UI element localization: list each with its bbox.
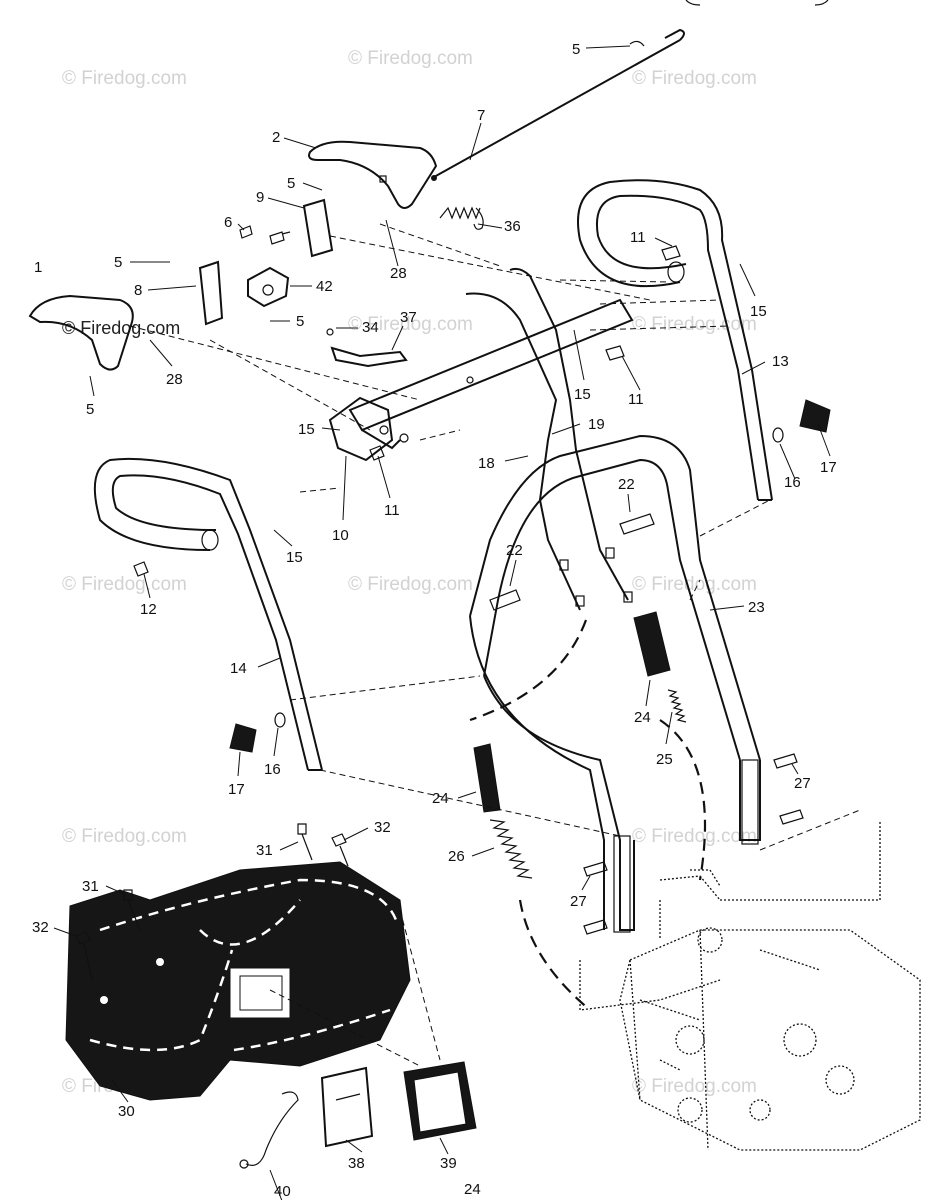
alignment-lines-top <box>129 223 731 493</box>
part-label-22: 22 <box>506 542 523 559</box>
part-label-15: 15 <box>574 386 591 403</box>
part-label-30: 30 <box>118 1103 135 1120</box>
part-label-17: 17 <box>228 781 245 798</box>
part-labels: 5 7 2 5 9 6 36 11 5 1 28 8 42 15 5 37 34… <box>32 41 837 1200</box>
part-label-31: 31 <box>256 842 273 859</box>
pivot-block <box>247 266 290 308</box>
part-label-13: 13 <box>772 353 789 370</box>
watermark: © Firedog.com <box>348 314 473 335</box>
watermark: © Firedog.com <box>62 574 187 595</box>
part-label-5: 5 <box>114 254 122 271</box>
part-label-31: 31 <box>82 878 99 895</box>
part-label-27: 27 <box>794 775 811 792</box>
part-label-5: 5 <box>287 175 295 192</box>
watermark: © Firedog.com <box>62 826 187 847</box>
part-label-36: 36 <box>504 218 521 235</box>
left-shift-handle <box>28 294 134 371</box>
leader-lines <box>53 45 831 1200</box>
part-label-15: 15 <box>298 421 315 438</box>
watermark: © Firedog.com <box>62 318 180 338</box>
shift-rod <box>431 28 685 181</box>
part-label-16: 16 <box>264 761 281 778</box>
part-label-14: 14 <box>230 660 247 677</box>
part-label-25: 25 <box>656 751 673 768</box>
engine-housing <box>579 820 921 1151</box>
part-label-5: 5 <box>86 401 94 418</box>
cover-screws <box>75 823 349 981</box>
part-label-19: 19 <box>588 416 605 433</box>
watermark: © Firedog.com <box>62 68 187 89</box>
part-label-18: 18 <box>478 455 495 472</box>
hand-grips <box>473 611 671 813</box>
mount-bracket <box>302 198 334 258</box>
part-label-11: 11 <box>628 391 644 408</box>
part-label-6: 6 <box>224 214 232 231</box>
part-label-22: 22 <box>618 476 635 493</box>
part-label-26: 26 <box>448 848 465 865</box>
upper-right-handle <box>577 179 773 501</box>
control-rods <box>465 267 633 611</box>
watermark: © Firedog.com <box>632 826 757 847</box>
upper-left-handle <box>93 457 323 771</box>
watermark: © Firedog.com <box>632 314 757 335</box>
part-label-15: 15 <box>750 303 767 320</box>
right-shift-handle <box>308 140 438 209</box>
part-label-37: 37 <box>400 309 417 326</box>
part-label-7: 7 <box>477 107 485 124</box>
part-label-32: 32 <box>32 919 49 936</box>
spring <box>439 206 484 230</box>
lower-handle <box>469 434 761 933</box>
headlight-cover <box>65 861 411 1101</box>
part-label-38: 38 <box>348 1155 365 1172</box>
part-label-10: 10 <box>332 527 349 544</box>
watermark: © Firedog.com <box>632 68 757 89</box>
part-label-39: 39 <box>440 1155 457 1172</box>
part-label-24: 24 <box>464 1181 481 1198</box>
part-label-11: 11 <box>630 229 646 246</box>
handle-knobs <box>229 399 831 753</box>
part-label-11: 11 <box>384 502 400 519</box>
part-label-9: 9 <box>256 189 264 206</box>
cable-path <box>289 499 861 1011</box>
part-label-5: 5 <box>572 41 580 58</box>
part-label-28: 28 <box>166 371 183 388</box>
handle-bolts <box>489 513 804 935</box>
small-bolts <box>133 225 681 577</box>
part-label-8: 8 <box>134 282 142 299</box>
watermark: © Firedog.com <box>632 574 757 595</box>
part-label-23: 23 <box>748 599 765 616</box>
part-label-15: 15 <box>286 549 303 566</box>
page-corner-marks <box>685 0 829 6</box>
part-label-5: 5 <box>296 313 304 330</box>
watermark: © Firedog.com <box>632 1076 757 1097</box>
lower-springs <box>489 689 687 879</box>
part-label-12: 12 <box>140 601 157 618</box>
cross-tube-assembly <box>328 298 634 462</box>
part-label-24: 24 <box>432 790 449 807</box>
bracket <box>198 260 224 326</box>
lever-bracket <box>326 328 408 368</box>
part-label-34: 34 <box>362 319 379 336</box>
lamp-assembly <box>239 1061 477 1169</box>
alignment-lines-bottom <box>269 909 441 1067</box>
part-label-17: 17 <box>820 459 837 476</box>
part-label-2: 2 <box>272 129 280 146</box>
watermark: © Firedog.com <box>348 48 473 69</box>
part-label-1: 1 <box>34 259 42 276</box>
part-label-42: 42 <box>316 278 333 295</box>
part-label-32: 32 <box>374 819 391 836</box>
part-label-16: 16 <box>784 474 801 491</box>
part-label-40: 40 <box>274 1183 291 1200</box>
part-label-28: 28 <box>390 265 407 282</box>
watermark: © Firedog.com <box>348 574 473 595</box>
part-label-27: 27 <box>570 893 587 910</box>
part-label-24: 24 <box>634 709 651 726</box>
